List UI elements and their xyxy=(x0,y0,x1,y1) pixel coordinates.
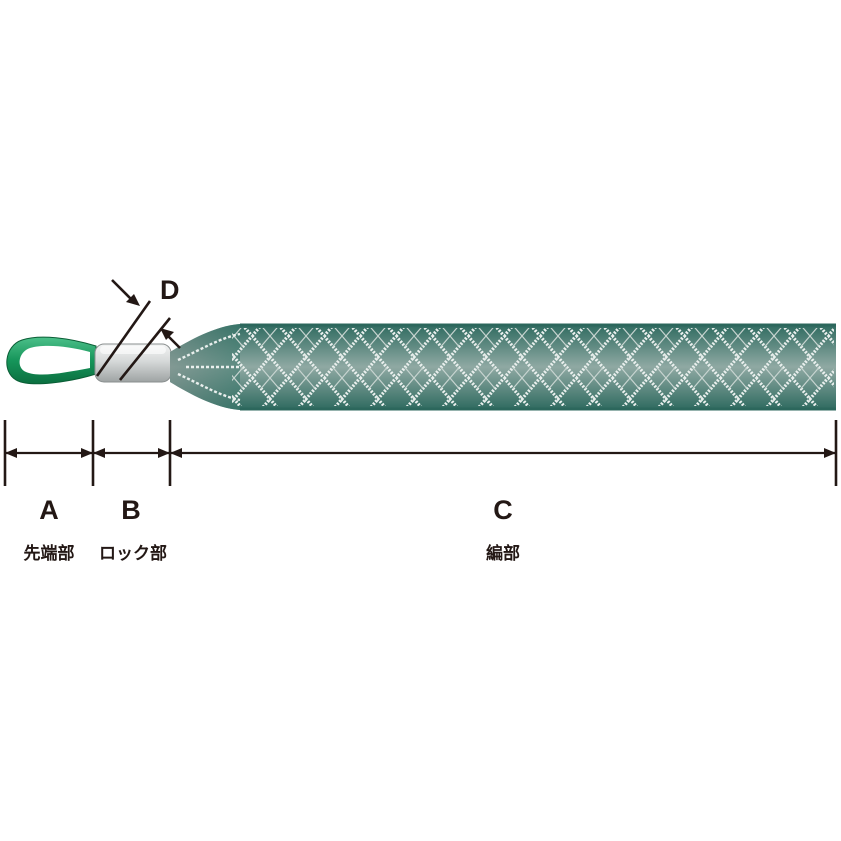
arrow-b-left xyxy=(93,448,105,458)
label-c-name: 編部 xyxy=(486,543,520,564)
arrow-a-left xyxy=(5,448,17,458)
dimension-lines xyxy=(3,420,838,486)
arrow-c-left xyxy=(170,448,182,458)
dimension-d-line-top xyxy=(95,300,152,377)
dimension-d-arrow-bottom xyxy=(160,328,174,340)
arrow-a-right xyxy=(81,448,93,458)
dimension-d-line-bottom xyxy=(118,317,172,381)
label-a-name: 先端部 xyxy=(24,543,75,564)
label-a: A xyxy=(39,495,59,525)
label-b: B xyxy=(121,495,141,525)
pulling-eye xyxy=(6,336,97,385)
dimension-d: D xyxy=(95,275,181,381)
label-b-name: ロック部 xyxy=(99,543,167,564)
braided-mesh xyxy=(170,323,836,411)
dimension-d-arrow-top xyxy=(126,294,140,306)
arrow-b-right xyxy=(158,448,170,458)
label-d: D xyxy=(160,275,180,305)
label-c: C xyxy=(493,495,513,525)
arrow-c-right xyxy=(824,448,836,458)
